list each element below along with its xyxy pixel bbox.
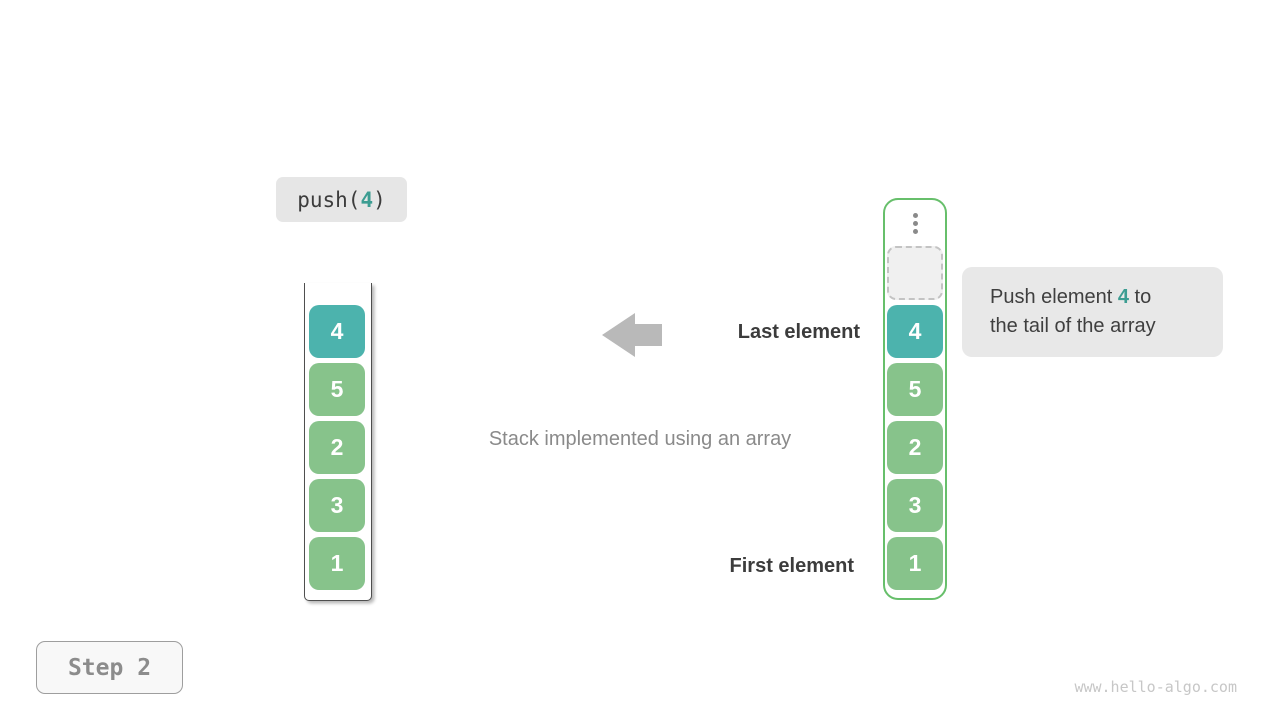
ellipsis-dot xyxy=(912,221,918,226)
stack-cell: 4 xyxy=(309,305,365,358)
tooltip-line1: Push element 4 to xyxy=(990,283,1223,312)
vertical-ellipsis-icon xyxy=(885,213,945,234)
left-arrow-icon xyxy=(602,313,662,357)
array-cell: 1 xyxy=(887,537,943,590)
push-label-value: 4 xyxy=(360,187,374,212)
tooltip-text: to xyxy=(1128,286,1152,308)
array-cell: 4 xyxy=(887,305,943,358)
ellipsis-dot xyxy=(912,213,918,218)
array-frame-right: 4 5 2 3 1 xyxy=(883,198,947,600)
push-operation-label: push(4) xyxy=(276,177,407,222)
arrow-tail xyxy=(635,324,662,346)
diagram-caption: Stack implemented using an array xyxy=(488,428,792,450)
array-cell: 3 xyxy=(887,479,943,532)
array-cell: 2 xyxy=(887,421,943,474)
first-element-label: First element xyxy=(729,555,854,577)
step-badge: Step 2 xyxy=(36,641,183,694)
last-element-label: Last element xyxy=(737,321,860,343)
stack-cell: 3 xyxy=(309,479,365,532)
arrow-head xyxy=(602,313,635,357)
tooltip-highlight: 4 xyxy=(1117,286,1129,308)
push-label-suffix: ) xyxy=(373,187,386,212)
stack-frame-left: 4 5 2 3 1 xyxy=(304,283,372,601)
empty-array-slot xyxy=(887,246,943,300)
tooltip-text: Push element xyxy=(990,286,1118,308)
array-cell: 5 xyxy=(887,363,943,416)
tooltip-line2: the tail of the array xyxy=(990,315,1156,337)
push-label-prefix: push( xyxy=(297,187,361,212)
website-watermark: www.hello-algo.com xyxy=(1074,678,1237,696)
push-description-tooltip: Push element 4 to the tail of the array xyxy=(962,267,1223,357)
stack-cell: 2 xyxy=(309,421,365,474)
ellipsis-dot xyxy=(912,229,918,234)
stack-cell: 1 xyxy=(309,537,365,590)
stack-cell: 5 xyxy=(309,363,365,416)
